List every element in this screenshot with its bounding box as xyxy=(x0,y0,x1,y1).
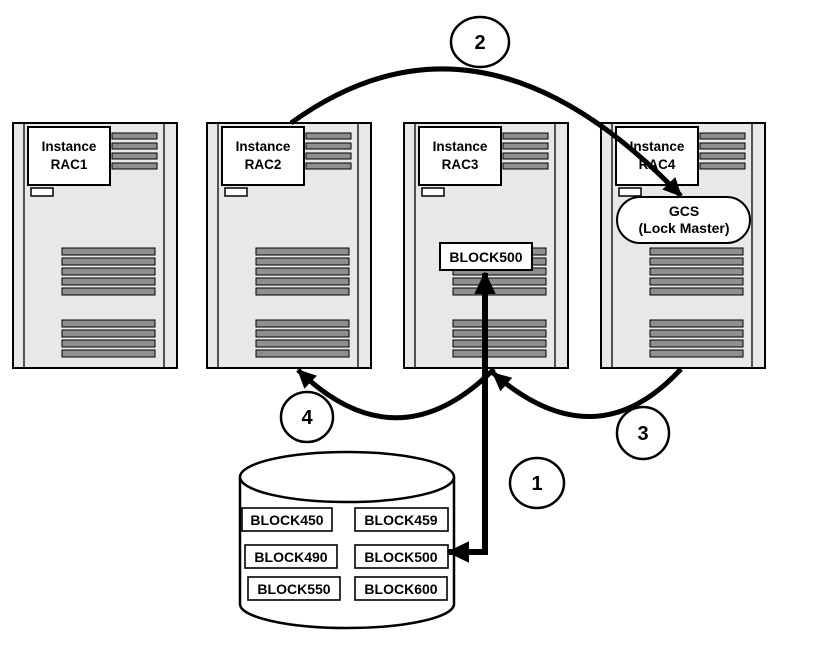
instance-id-label: RAC2 xyxy=(245,157,282,172)
instance-tower-rac4: Instance RAC4 GCS (Lock Master) xyxy=(600,122,766,369)
cylinder-top xyxy=(238,450,456,504)
db-block-label: BLOCK600 xyxy=(364,581,437,597)
step-number: 2 xyxy=(474,32,485,54)
db-block-box xyxy=(241,507,333,532)
step-number: 1 xyxy=(531,473,542,495)
rac3-block500-label: BLOCK500 xyxy=(449,249,522,265)
db-block-box xyxy=(244,544,338,569)
instance-name-label: Instance xyxy=(630,139,685,154)
db-block-label: BLOCK490 xyxy=(254,549,327,565)
instance-tower-rac1: Instance RAC1 xyxy=(12,122,178,369)
step-number: 4 xyxy=(301,407,313,429)
instance-name-label: Instance xyxy=(42,139,97,154)
step-number: 3 xyxy=(637,423,648,445)
gcs-lock-master-oval xyxy=(616,196,751,244)
gcs-label: GCS xyxy=(669,203,699,219)
instance-id-label: RAC1 xyxy=(51,157,88,172)
rac3-block500-box xyxy=(439,242,533,271)
database-cylinder: BLOCK450 BLOCK459 BLOCK490 BLOCK500 BLOC… xyxy=(238,450,456,630)
instance-name-label: Instance xyxy=(236,139,291,154)
db-block-label: BLOCK550 xyxy=(257,581,330,597)
arrow-step3-gcs-to-rac3 xyxy=(491,367,683,419)
server-tower-icon xyxy=(12,122,178,369)
gcs-sublabel: (Lock Master) xyxy=(638,220,729,236)
db-block-label: BLOCK450 xyxy=(250,512,323,528)
step-circle xyxy=(508,456,566,510)
step-circle xyxy=(449,15,511,69)
arrow-step2-request-to-gcs xyxy=(289,66,683,198)
db-block-box xyxy=(354,576,448,601)
step-marker-3: 3 xyxy=(615,405,671,461)
step-marker-4: 4 xyxy=(279,390,335,444)
arrow-step4-rac3-to-rac2 xyxy=(296,367,496,421)
instance-tower-rac3: Instance RAC3 BLOCK500 xyxy=(403,122,569,369)
step-marker-2: 2 xyxy=(449,15,511,69)
db-block-box xyxy=(247,576,341,601)
arrow-step1-disk-read xyxy=(446,271,496,563)
step-circle xyxy=(279,390,335,444)
instance-name-label: Instance xyxy=(433,139,488,154)
db-block-label: BLOCK500 xyxy=(364,549,437,565)
server-tower-icon xyxy=(600,122,766,369)
instance-tower-rac2: Instance RAC2 xyxy=(206,122,372,369)
server-tower-icon xyxy=(206,122,372,369)
instance-id-label: RAC3 xyxy=(442,157,479,172)
step-circle xyxy=(615,405,671,461)
db-block-label: BLOCK459 xyxy=(364,512,437,528)
step-marker-1: 1 xyxy=(508,456,566,510)
